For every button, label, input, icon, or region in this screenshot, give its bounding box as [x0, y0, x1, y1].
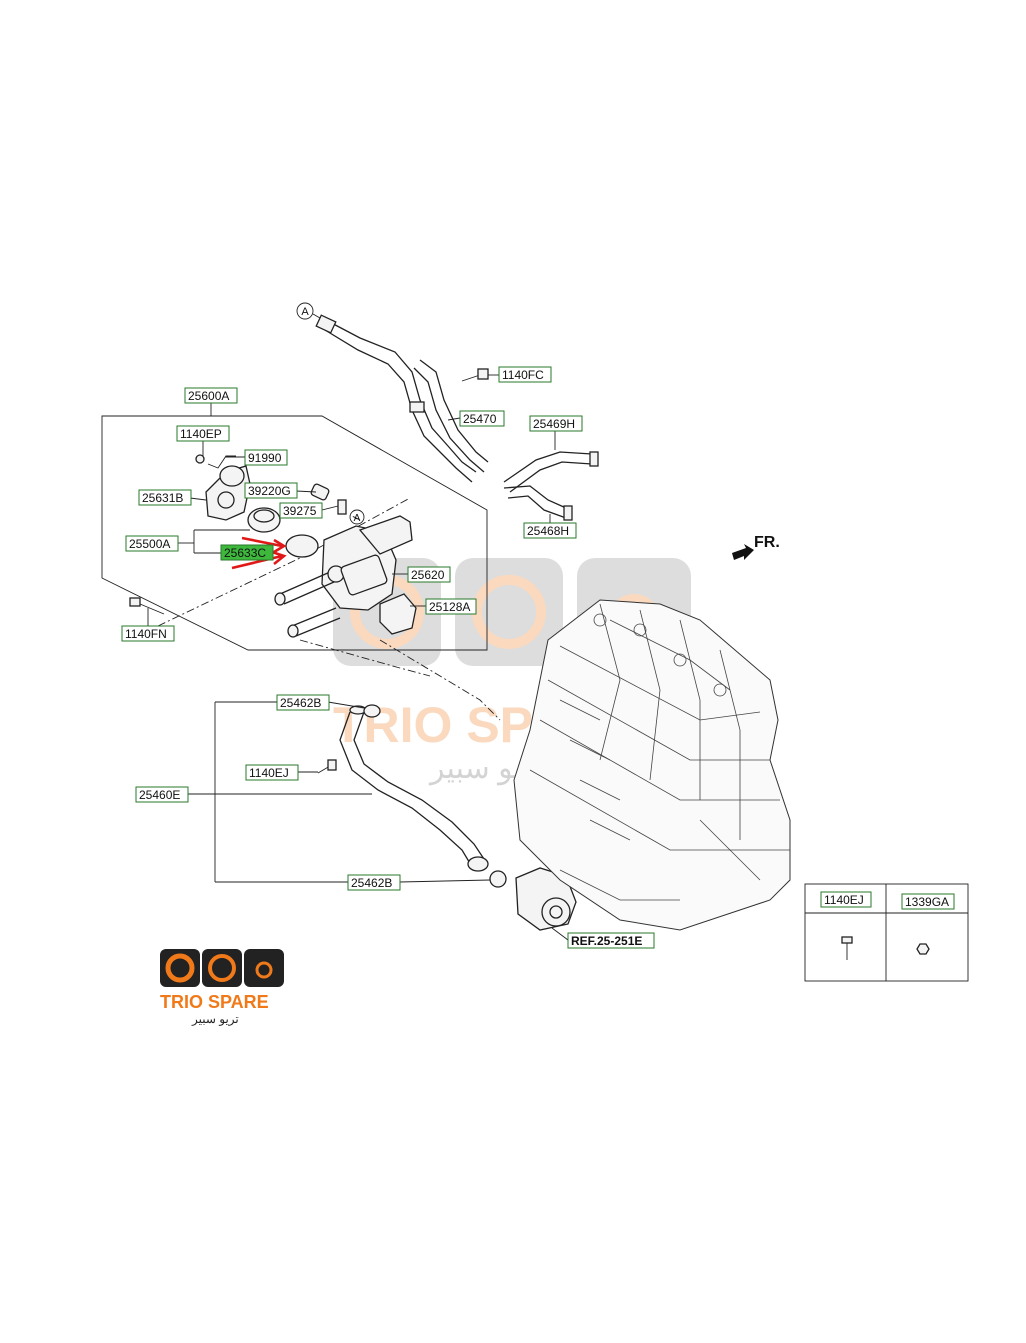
label-25631b[interactable]: 25631B: [138, 489, 192, 506]
label-1140fn[interactable]: 1140FN: [121, 625, 175, 642]
thermostat-cover-25631b: [205, 465, 251, 521]
label-25470[interactable]: 25470: [459, 410, 505, 427]
front-arrow-icon: [732, 544, 754, 560]
leader-lines: [147, 417, 569, 941]
svg-text:1140EJ: 1140EJ: [249, 766, 289, 780]
label-25500a[interactable]: 25500A: [125, 535, 179, 552]
gasket-25128a: [379, 593, 417, 635]
label-39220g[interactable]: 39220G: [244, 482, 298, 499]
bracket-91990: [195, 454, 236, 469]
thermostat-25500a: [247, 507, 281, 533]
bolt-1140fn: [129, 597, 165, 615]
svg-text:A: A: [354, 513, 361, 524]
svg-text:39220G: 39220G: [248, 484, 291, 498]
label-25462b-bottom[interactable]: 25462B: [347, 874, 401, 891]
coolant-hose-25468h: [503, 485, 573, 521]
svg-text:REF.25-251E: REF.25-251E: [571, 934, 642, 948]
svg-text:25620: 25620: [411, 568, 445, 582]
svg-text:25462B: 25462B: [351, 876, 392, 890]
svg-text:1140FN: 1140FN: [125, 627, 167, 641]
temp-sensor-39220g: [310, 483, 330, 501]
coolant-hose-25469h: [503, 451, 599, 493]
marker-a-top: A: [296, 302, 314, 320]
svg-text:25460E: 25460E: [139, 788, 180, 802]
svg-text:25462B: 25462B: [280, 696, 321, 710]
assembly-frame: [101, 415, 488, 651]
gasket-25633c: [285, 534, 319, 558]
engine-block: [513, 599, 791, 931]
thermostat-housing-25620: [274, 515, 413, 638]
front-direction-indicator: FR.: [732, 534, 780, 560]
front-label: FR.: [754, 534, 780, 551]
marker-a-mid: A: [349, 509, 365, 525]
label-25600a[interactable]: 25600A: [184, 387, 238, 404]
highlight-arrows: [231, 536, 287, 570]
watermark-icon-2: [455, 558, 563, 666]
o-ring-25462b-bottom: [489, 870, 507, 888]
label-25460e[interactable]: 25460E: [135, 786, 189, 803]
bolt-1140ej: [317, 759, 337, 774]
svg-text:25631B: 25631B: [142, 491, 183, 505]
svg-text:25470: 25470: [463, 412, 497, 426]
label-25128a[interactable]: 25128A: [425, 598, 477, 615]
label-91990[interactable]: 91990: [244, 449, 288, 466]
logo-brand-text: TRIO SPARE: [160, 992, 269, 1012]
brand-logo: TRIO SPARE تريو سبير: [160, 949, 284, 1026]
bolt-1140fc: [461, 368, 500, 382]
nut-icon: [916, 943, 930, 955]
coolant-pipe-25470: [315, 314, 489, 483]
svg-text:25500A: 25500A: [129, 537, 170, 551]
label-25633c[interactable]: 25633C: [220, 544, 274, 561]
svg-text:1140EJ: 1140EJ: [824, 893, 864, 907]
label-1140ej[interactable]: 1140EJ: [245, 764, 299, 781]
legend-1339ga[interactable]: 1339GA: [901, 893, 955, 910]
svg-text:25128A: 25128A: [429, 600, 470, 614]
svg-text:A: A: [301, 306, 309, 318]
svg-text:1140EP: 1140EP: [180, 427, 222, 441]
svg-text:25468H: 25468H: [527, 524, 569, 538]
svg-text:39275: 39275: [283, 504, 317, 518]
label-25620[interactable]: 25620: [407, 566, 451, 583]
label-1140ep[interactable]: 1140EP: [176, 425, 230, 442]
svg-text:25633C: 25633C: [224, 546, 266, 560]
label-ref-25-251e[interactable]: REF.25-251E: [567, 932, 655, 949]
svg-text:91990: 91990: [248, 451, 282, 465]
clip-39275: [337, 499, 347, 515]
label-25468h[interactable]: 25468H: [523, 522, 577, 539]
svg-text:25469H: 25469H: [533, 417, 575, 431]
water-pump-ref: [515, 867, 577, 931]
bolt-icon: [841, 936, 853, 960]
fastener-legend: 1140EJ 1339GA: [804, 883, 969, 982]
logo-engine-icon: [244, 949, 284, 987]
logo-arabic-text: تريو سبير: [191, 1012, 239, 1026]
svg-text:25600A: 25600A: [188, 389, 229, 403]
o-ring-25462b-top: [363, 704, 381, 718]
svg-text:1339GA: 1339GA: [905, 895, 949, 909]
label-1140fc[interactable]: 1140FC: [498, 366, 552, 383]
legend-1140ej[interactable]: 1140EJ: [820, 891, 872, 908]
label-39275[interactable]: 39275: [279, 502, 323, 519]
label-25469h[interactable]: 25469H: [529, 415, 583, 432]
label-25462b-top[interactable]: 25462B: [276, 694, 330, 711]
svg-text:1140FC: 1140FC: [502, 368, 544, 382]
